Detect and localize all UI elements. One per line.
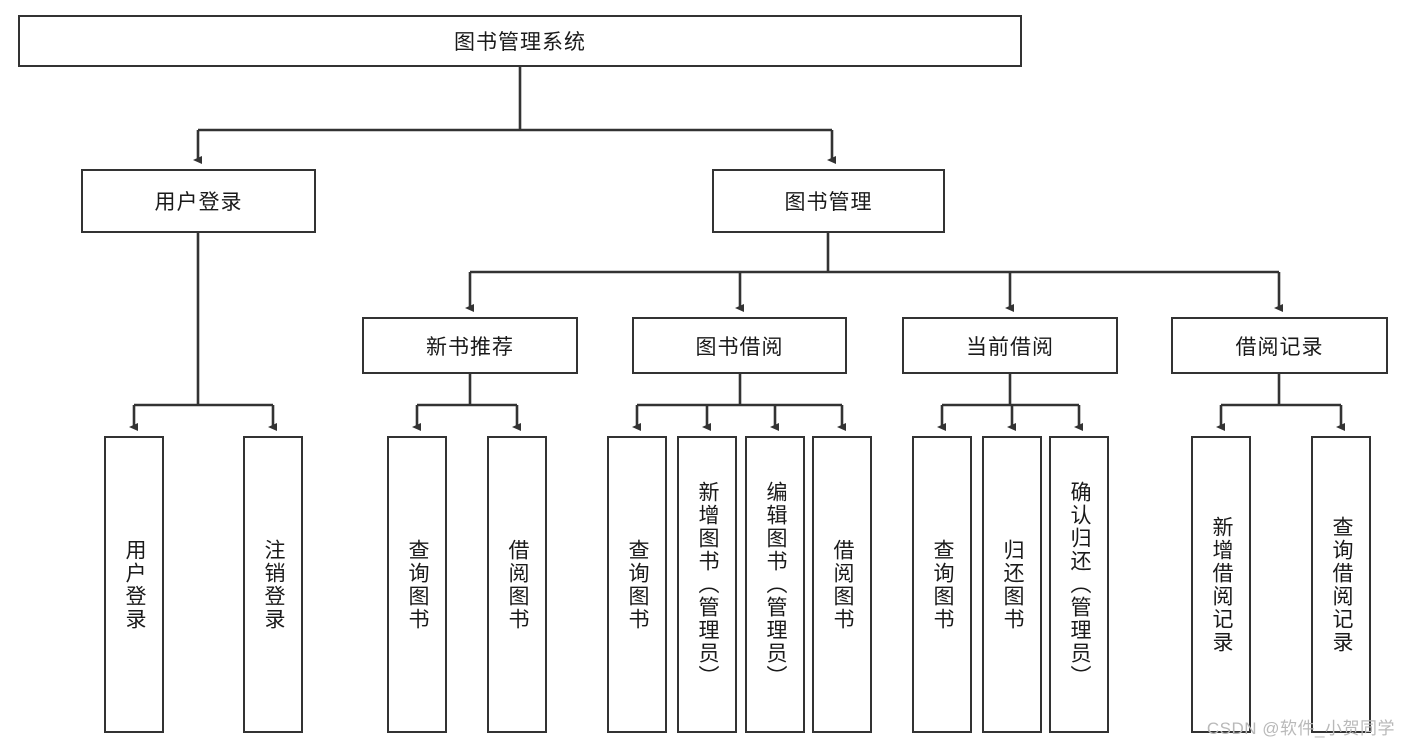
leaf-user-logout[interactable]: 注销登录 <box>243 436 303 733</box>
node-new-book-rec[interactable]: 新书推荐 <box>362 317 578 374</box>
leaf-add-record[interactable]: 新增借阅记录 <box>1191 436 1251 733</box>
node-book-borrow-label: 图书借阅 <box>695 335 784 359</box>
node-book-borrow[interactable]: 图书借阅 <box>632 317 847 374</box>
leaf-query-book-label: 查询图书 <box>626 538 650 631</box>
leaf-user-login[interactable]: 用户登录 <box>104 436 164 733</box>
edges-root-to-level2 <box>193 67 836 164</box>
leaf-query-book-cur[interactable]: 查询图书 <box>912 436 972 733</box>
node-book-manage-label: 图书管理 <box>784 191 873 214</box>
leaf-query-book[interactable]: 查询图书 <box>607 436 667 733</box>
node-user-login[interactable]: 用户登录 <box>81 169 316 233</box>
edges-bookmanage-to-level3 <box>465 233 1283 312</box>
node-borrow-record[interactable]: 借阅记录 <box>1171 317 1388 374</box>
node-root-label: 图书管理系统 <box>454 31 586 54</box>
leaf-edit-book-label: 编辑图书（管理员） <box>764 481 788 688</box>
node-root[interactable]: 图书管理系统 <box>18 15 1022 67</box>
leaf-return-book-label: 归还图书 <box>1001 538 1025 631</box>
leaf-borrow-book-label: 借阅图书 <box>831 538 855 631</box>
leaf-user-login-label: 用户登录 <box>123 538 147 631</box>
leaf-borrow-book-rec-label: 借阅图书 <box>506 538 530 631</box>
edges-userlogin-to-leaves <box>129 233 277 431</box>
node-book-manage[interactable]: 图书管理 <box>712 169 945 233</box>
leaf-confirm-return[interactable]: 确认归还（管理员） <box>1049 436 1109 733</box>
leaf-add-record-label: 新增借阅记录 <box>1210 515 1234 654</box>
edges-borrowrecord-to-leaves <box>1216 374 1345 431</box>
edges-currentborrow-to-leaves <box>937 374 1083 431</box>
leaf-edit-book[interactable]: 编辑图书（管理员） <box>745 436 805 733</box>
csdn-watermark: CSDN @软件_小贺同学 <box>1206 719 1395 738</box>
leaf-borrow-book-rec[interactable]: 借阅图书 <box>487 436 547 733</box>
leaf-query-book-cur-label: 查询图书 <box>931 538 955 631</box>
leaf-query-book-rec[interactable]: 查询图书 <box>387 436 447 733</box>
node-new-book-rec-label: 新书推荐 <box>426 335 514 359</box>
node-borrow-record-label: 借阅记录 <box>1235 335 1324 359</box>
node-user-login-label: 用户登录 <box>154 191 243 214</box>
leaf-user-logout-label: 注销登录 <box>262 538 286 631</box>
node-current-borrow[interactable]: 当前借阅 <box>902 317 1118 374</box>
edges-newbook-to-leaves <box>412 374 521 431</box>
leaf-confirm-return-label: 确认归还（管理员） <box>1068 481 1092 688</box>
leaf-borrow-book[interactable]: 借阅图书 <box>812 436 872 733</box>
node-current-borrow-label: 当前借阅 <box>966 335 1054 359</box>
leaf-add-book-label: 新增图书（管理员） <box>696 481 720 688</box>
leaf-add-book[interactable]: 新增图书（管理员） <box>677 436 737 733</box>
leaf-query-record-label: 查询借阅记录 <box>1330 515 1354 654</box>
edges-bookborrow-to-leaves <box>632 374 846 431</box>
leaf-query-book-rec-label: 查询图书 <box>406 538 430 631</box>
leaf-query-record[interactable]: 查询借阅记录 <box>1311 436 1371 733</box>
leaf-return-book[interactable]: 归还图书 <box>982 436 1042 733</box>
